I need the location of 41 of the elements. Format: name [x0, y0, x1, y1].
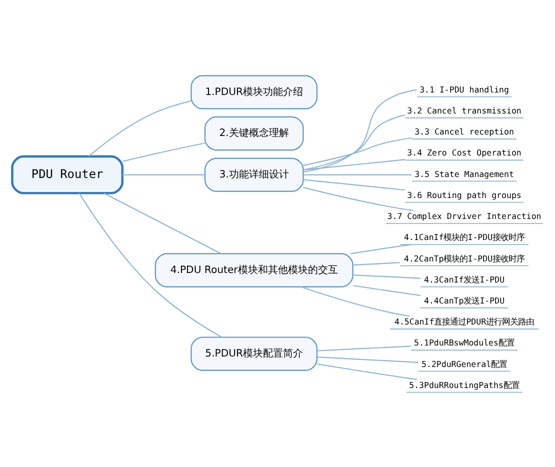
node-text: 5.3PduRRoutingPaths配置: [409, 379, 520, 390]
node-text: 5.1PduRBswModules配置: [414, 337, 515, 348]
node-text: 4.2CanTp模块的I-PDU接收时序: [404, 252, 525, 263]
connector: [122, 142, 205, 162]
node-text: 3.1 I-PDU handling: [420, 84, 509, 94]
connector: [352, 284, 421, 296]
node-text: 3.4 Zero Cost Operation: [407, 147, 522, 158]
connector: [122, 174, 205, 175]
node-text: 3.5 State Management: [414, 168, 514, 178]
connector: [317, 363, 418, 380]
node-text: 3.6 Routing path groups: [407, 189, 522, 200]
connector: [78, 192, 222, 338]
connector: [352, 274, 421, 278]
node-box: 5.PDUR模块配置简介: [190, 336, 318, 370]
node-text: 3.7 Complex Drviver Interaction: [387, 210, 542, 221]
node-text: 4.3CanIf发送I-PDU: [424, 274, 505, 284]
connector: [352, 262, 400, 266]
connector: [303, 114, 406, 170]
connector: [303, 174, 412, 175]
connector: [350, 244, 412, 254]
node-box: 3.功能详细设计: [204, 157, 304, 192]
connector: [303, 136, 412, 166]
node-text: 4.4CanTp发送I-PDU: [424, 294, 505, 305]
node-text: 4.5CanIf直接通过PDUR进行网关路由: [394, 316, 534, 326]
connector: [317, 356, 418, 362]
connector: [303, 88, 417, 172]
connector: [303, 178, 405, 190]
connector: [300, 286, 410, 316]
node-box: PDU Router: [11, 154, 124, 194]
connector: [303, 186, 414, 211]
node-box: 1.PDUR模块功能介绍: [190, 74, 318, 109]
node-box: 4.PDU Router模块和其他模块的交互: [154, 252, 354, 287]
connector: [317, 345, 411, 351]
node-text: 5.2PduRGeneral配置: [422, 358, 508, 368]
node-text: 3.2 Cancel transmission: [407, 104, 522, 115]
node-box: 2.关键概念理解: [204, 116, 304, 150]
connector: [303, 158, 405, 170]
connector: [88, 100, 192, 156]
connector: [104, 192, 222, 254]
node-text: 3.3 Cancel reception: [414, 126, 514, 136]
node-text: 4.1CanIf模块的I-PDU接收时序: [404, 232, 525, 242]
